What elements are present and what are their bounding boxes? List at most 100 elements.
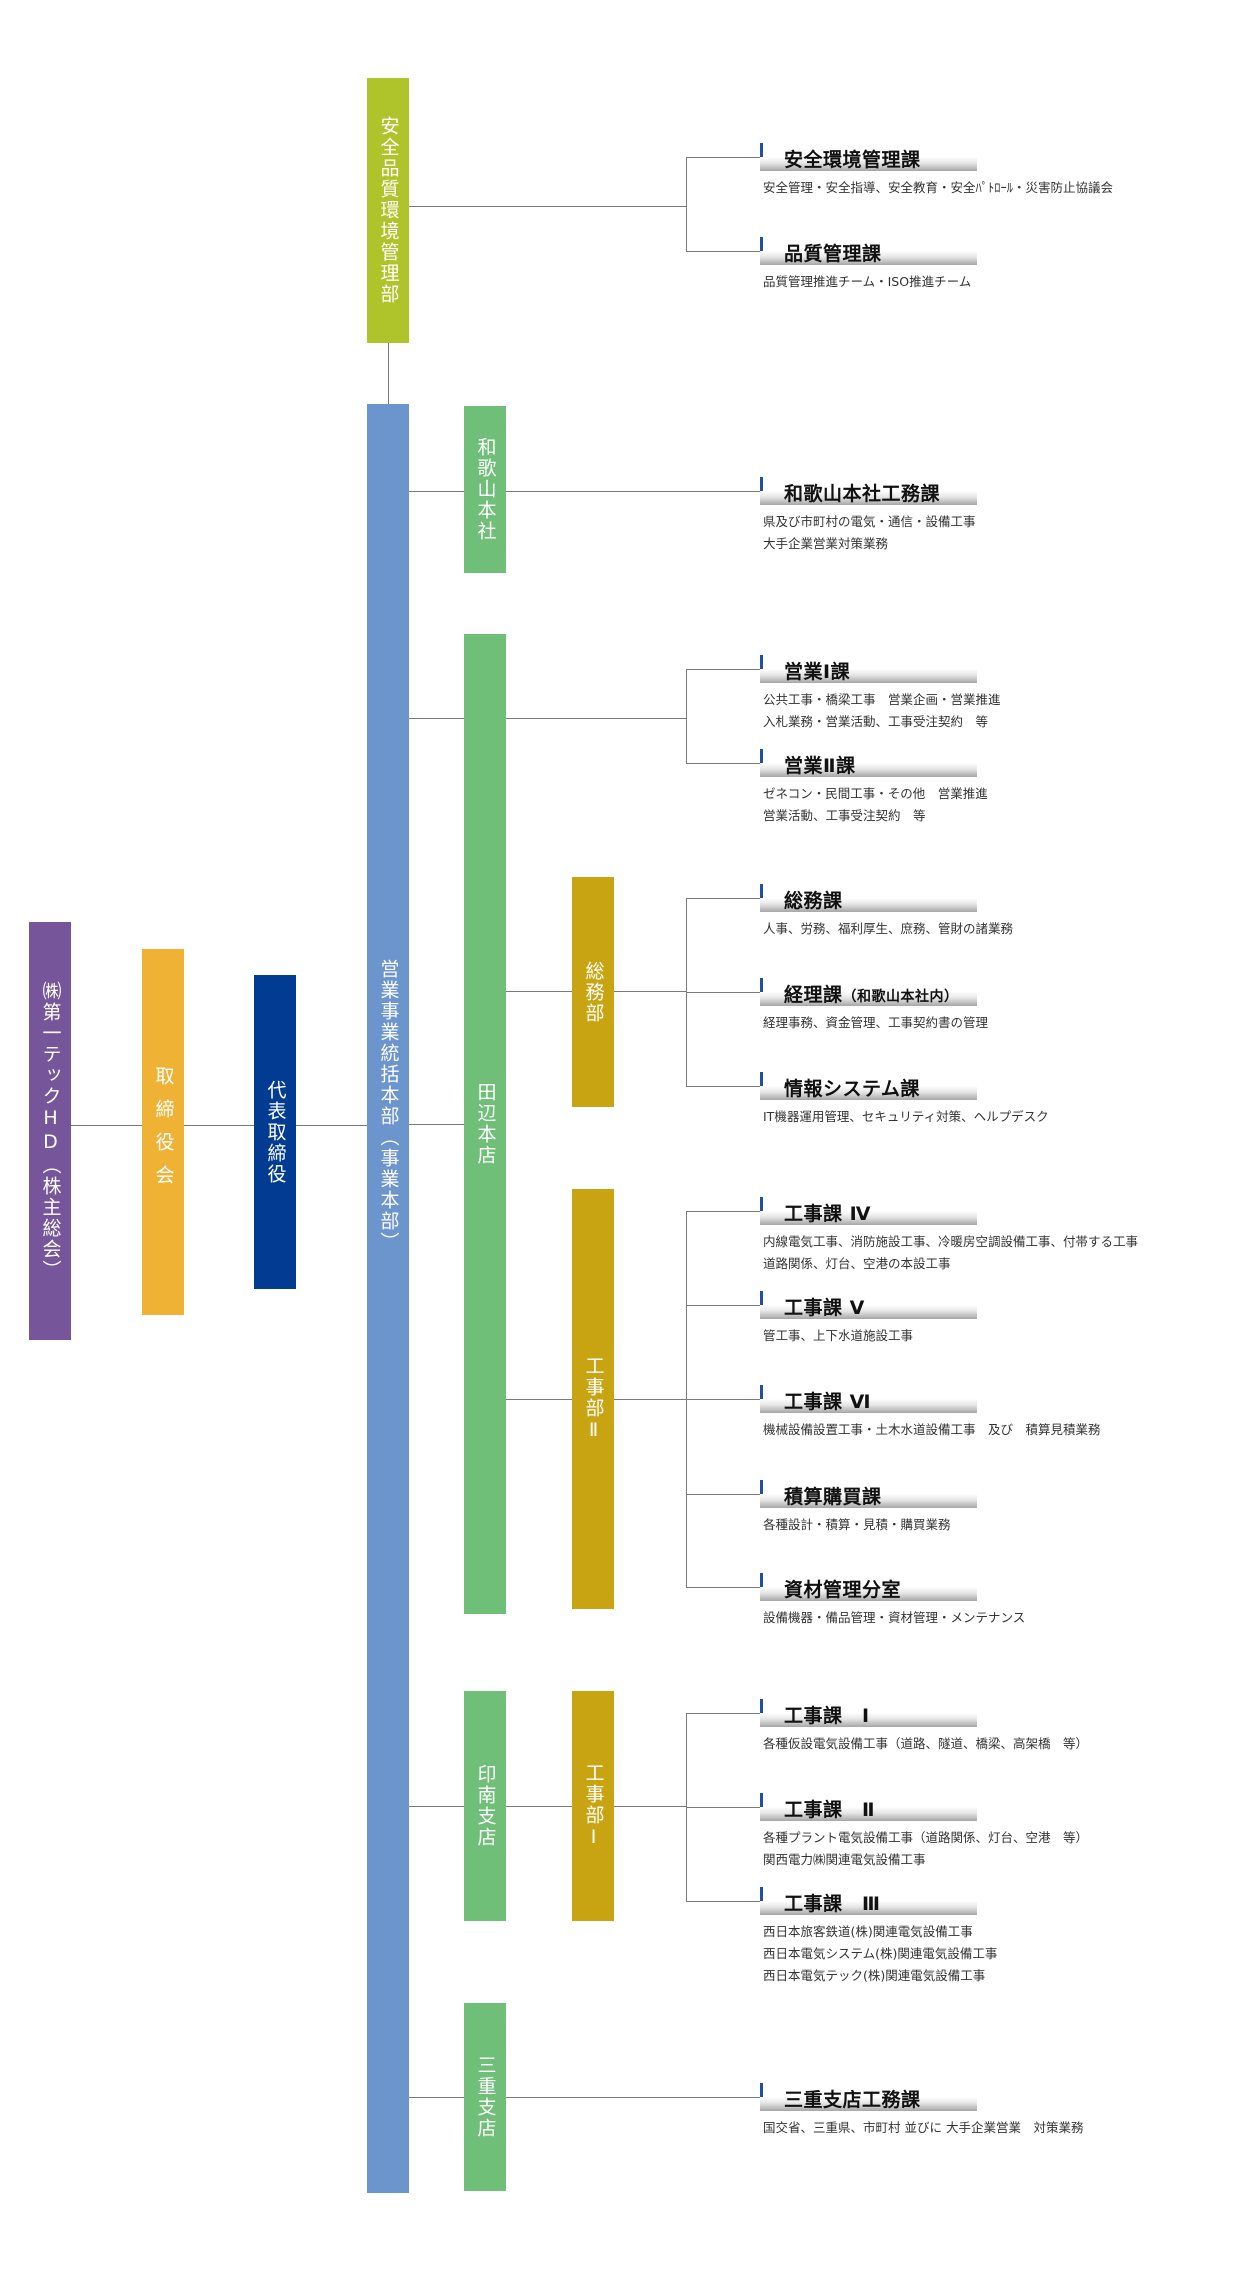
innami-branch-box[interactable]: 印南支店 [464,1691,506,1921]
section-title-text: 営業Ⅱ課 [784,755,856,777]
description-line: 関西電力㈱関連電気設備工事 [763,1852,926,1867]
section-description: ゼネコン・民間工事・その他 営業推進営業活動、工事受注契約 等 [763,783,1240,827]
wakayama-branch-box[interactable]: 和歌山本社 [464,406,506,573]
connector-line [409,2097,760,2098]
tanabe-branch-label: 田辺本店 [474,1082,497,1166]
description-line: 県及び市町村の電気・通信・設備工事 [763,514,976,529]
connector-line [686,1211,760,1212]
description-line: 各種プラント電気設備工事（道路関係、灯台、空港 等） [763,1830,1089,1845]
section-underline [760,157,977,171]
mie-branch-box[interactable]: 三重支店 [464,2003,506,2191]
section-header: 工事課 Ⅰ [760,1699,977,1727]
section-underline [760,1807,977,1821]
connector-line [686,1086,760,1087]
president-box[interactable]: 代表取締役 [254,975,296,1289]
description-line: 経理事務、資金管理、工事契約書の管理 [763,1015,989,1030]
description-line: 内線電気工事、消防施設工事、冷暖房空調設備工事、付帯する工事 [763,1234,1139,1249]
section-header: 品質管理課 [760,237,977,265]
section-title-text: 工事課 Ⅵ [784,1391,871,1413]
section-hinshitsu[interactable]: 品質管理課品質管理推進チーム・ISO推進チーム [760,237,1240,293]
section-anzen[interactable]: 安全環境管理課安全管理・安全指導、安全教育・安全ﾊﾟﾄﾛｰﾙ・災害防止協議会 [760,143,1240,199]
connector-line [409,206,686,207]
section-title-text: 総務課 [784,890,843,912]
description-line: 大手企業営業対策業務 [763,536,889,551]
connector-line [686,669,760,670]
description-line: IT機器運用管理、セキュリティ対策、ヘルプデスク [763,1109,1049,1124]
section-sekisan[interactable]: 積算購買課各種設計・積算・見積・購買業務 [760,1480,1240,1536]
section-keiri[interactable]: 経理課（和歌山本社内）経理事務、資金管理、工事契約書の管理 [760,978,1240,1034]
shareholder-label: ㈱第一テックHD（株主総会） [39,981,62,1281]
section-description: 各種設計・積算・見積・購買業務 [763,1514,1240,1536]
section-underline [760,1399,977,1413]
sales-hq-box[interactable]: 営業事業統括本部（事業本部） [367,404,409,2193]
section-koji2[interactable]: 工事課 Ⅱ 各種プラント電気設備工事（道路関係、灯台、空港 等） 関西電力㈱関連電気… [760,1793,1240,1871]
tanabe-branch-box[interactable]: 田辺本店 [464,634,506,1614]
section-title: 品質管理課 [784,239,882,266]
connector-line [686,157,687,252]
section-underline [760,1211,977,1225]
section-description: 各種プラント電気設備工事（道路関係、灯台、空港 等） 関西電力㈱関連電気設備工事 [763,1827,1240,1871]
section-title-text: 積算購買課 [784,1486,882,1508]
connector-line [686,1305,760,1306]
section-underline [760,491,977,505]
section-wakayama-komu[interactable]: 和歌山本社工務課県及び市町村の電気・通信・設備工事大手企業営業対策業務 [760,477,1240,555]
section-underline [760,1086,977,1100]
section-description: 国交省、三重県、市町村 並びに 大手企業営業 対策業務 [763,2117,1240,2139]
section-title: 工事課 Ⅳ [784,1199,871,1226]
koji-dept-2-label: 工事部Ⅱ [582,1355,605,1443]
section-title: 和歌山本社工務課 [784,479,940,506]
description-line: 各種仮設電気設備工事（道路、隧道、橋梁、高架橋 等） [763,1736,1089,1751]
connector-line [409,1124,464,1125]
description-line: 安全管理・安全指導、安全教育・安全ﾊﾟﾄﾛｰﾙ・災害防止協議会 [763,180,1114,195]
section-koji1[interactable]: 工事課 Ⅰ 各種仮設電気設備工事（道路、隧道、橋梁、高架橋 等） [760,1699,1240,1755]
safety-dept-label: 安全品質環境管理部 [377,116,400,305]
section-eigyo1[interactable]: 営業Ⅰ課公共工事・橋梁工事 営業企画・営業推進入札業務・営業活動、工事受注契約 … [760,655,1240,733]
description-line: 営業活動、工事受注契約 等 [763,808,926,823]
koji-dept-1-box[interactable]: 工事部Ⅰ [572,1691,614,1921]
section-title-text: 情報システム課 [784,1078,920,1100]
section-underline [760,1494,977,1508]
section-title: 工事課 Ⅴ [784,1293,865,1320]
section-eigyo2[interactable]: 営業Ⅱ課ゼネコン・民間工事・その他 営業推進営業活動、工事受注契約 等 [760,749,1240,827]
section-header: 工事課 Ⅳ [760,1197,977,1225]
section-header: 資材管理分室 [760,1573,977,1601]
section-title: 三重支店工務課 [784,2085,921,2112]
connector-line [686,1901,760,1902]
wakayama-branch-label: 和歌山本社 [474,437,497,542]
section-header: 工事課 Ⅱ [760,1793,977,1821]
shareholder-box[interactable]: ㈱第一テックHD（株主総会） [29,922,71,1340]
board-label: 取締役会 [152,1066,175,1198]
section-description: 人事、労務、福利厚生、庶務、管財の諸業務 [763,918,1240,940]
koji-dept-2-box[interactable]: 工事部Ⅱ [572,1189,614,1609]
section-title: 安全環境管理課 [784,145,921,172]
section-underline [760,1587,977,1601]
section-underline [760,2097,977,2111]
section-description: 機械設備設置工事・土木水道設備工事 及び 積算見積業務 [763,1419,1240,1441]
section-koji6[interactable]: 工事課 Ⅵ 機械設備設置工事・土木水道設備工事 及び 積算見積業務 [760,1385,1240,1441]
description-line: 設備機器・備品管理・資材管理・メンテナンス [763,1610,1026,1625]
section-header: 安全環境管理課 [760,143,977,171]
connector-line [686,1807,760,1808]
section-header: 総務課 [760,884,977,912]
connector-line [686,1587,760,1588]
connector-line [388,343,389,404]
section-title: 工事課 Ⅱ [784,1795,875,1822]
section-somu[interactable]: 総務課人事、労務、福利厚生、庶務、管財の諸業務 [760,884,1240,940]
connector-line [409,718,686,719]
section-title-text: 工事課 Ⅳ [784,1203,871,1225]
section-mie-komu[interactable]: 三重支店工務課国交省、三重県、市町村 並びに 大手企業営業 対策業務 [760,2083,1240,2139]
section-header: 三重支店工務課 [760,2083,977,2111]
section-joho[interactable]: 情報システム課 IT機器運用管理、セキュリティ対策、ヘルプデスク [760,1072,1240,1128]
safety-dept-box[interactable]: 安全品質環境管理部 [367,78,409,343]
section-title-text: 経理課 [784,984,843,1006]
section-title-text: 資材管理分室 [784,1579,902,1601]
koji-dept-1-label: 工事部Ⅰ [582,1762,605,1850]
section-shizai[interactable]: 資材管理分室設備機器・備品管理・資材管理・メンテナンス [760,1573,1240,1629]
section-header: 積算購買課 [760,1480,977,1508]
board-box[interactable]: 取締役会 [142,949,184,1315]
innami-branch-label: 印南支店 [474,1764,497,1848]
somu-dept-box[interactable]: 総務部 [572,877,614,1107]
